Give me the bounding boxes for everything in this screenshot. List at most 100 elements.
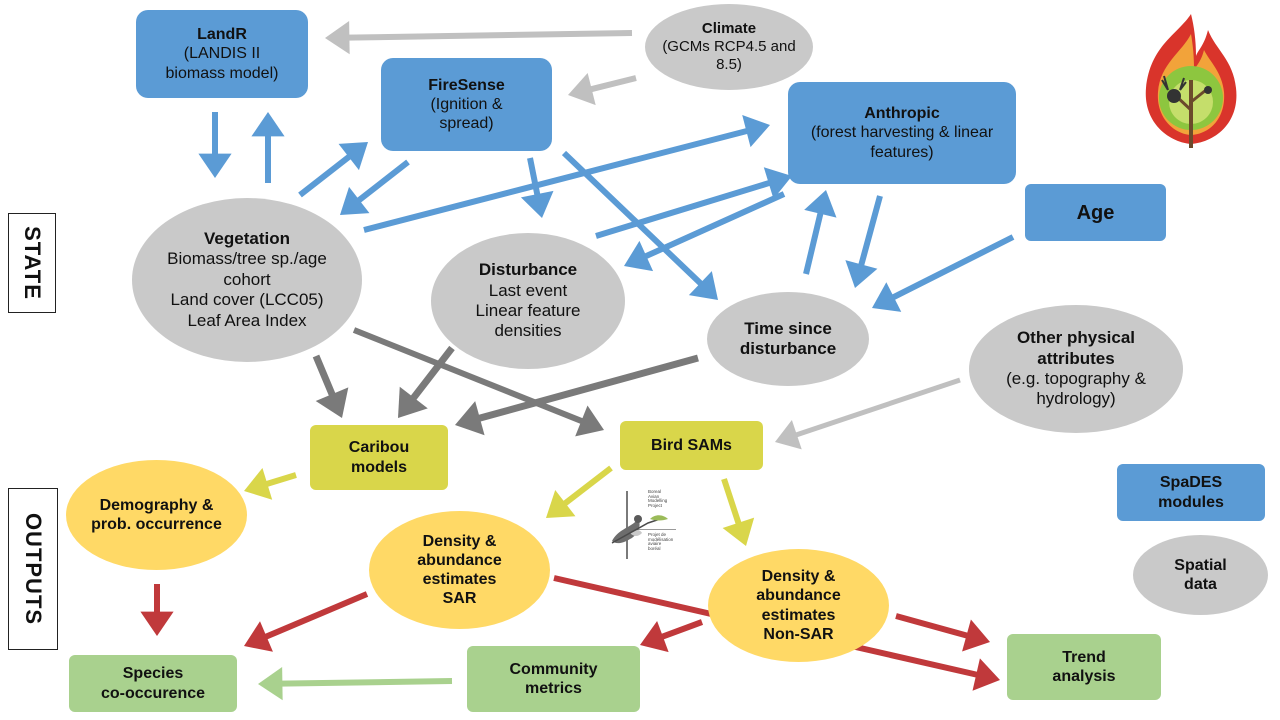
species-cooccurrence-box: Species co-occurence	[69, 655, 237, 712]
arrow-birdsams-to-density-nonsar	[721, 478, 755, 546]
arrow-density-sar-to-species	[244, 591, 369, 652]
tsd-title-2: disturbance	[739, 339, 837, 358]
anthropic-line-2: features)	[870, 143, 934, 161]
anthropic-line-1: (forest harvesting & linear	[810, 124, 994, 142]
vegetation-line-2: cohort	[223, 269, 271, 289]
arrow-anthropic-to-disturbance	[624, 191, 786, 272]
landr-line-2: biomass model)	[165, 64, 279, 82]
caribou-models-box: Caribou models	[310, 425, 448, 490]
otherphys-line-2: hydrology)	[1036, 389, 1116, 409]
species-co-title-1: Species	[122, 665, 184, 683]
outputs-side-label: OUTPUTS	[8, 488, 58, 650]
arrow-caribou-to-demography	[244, 467, 297, 500]
bird-sams-box: Bird SAMs	[620, 421, 763, 470]
density-nonsar-title-2: abundance	[756, 587, 841, 605]
trend-title-1: Trend	[1062, 648, 1106, 666]
bam-logo-fr-line-3: aviaire	[648, 541, 662, 547]
arrow-climate-to-landr	[325, 21, 633, 55]
arrow-disturbance-to-caribou	[398, 345, 455, 418]
arrow-climate-to-firesense	[568, 72, 637, 106]
vegetation-line-3: Land cover (LCC05)	[170, 290, 324, 310]
landr-line-1: (LANDIS II	[183, 45, 261, 63]
trend-analysis-box: Trend analysis	[1007, 634, 1161, 700]
demography-title-1: Demography &	[99, 496, 214, 514]
trend-title-2: analysis	[1052, 668, 1116, 685]
age-module-box: Age	[1025, 184, 1166, 241]
density-nonsar-title-3: estimates	[761, 606, 836, 624]
disturbance-line-1: Last event	[488, 280, 568, 300]
bam-logo-line-3: Modelling	[648, 498, 668, 504]
landr-module-box: LandR (LANDIS II biomass model)	[136, 10, 308, 98]
other-physical-attributes-ellipse: Other physical attributes (e.g. topograp…	[969, 305, 1183, 433]
arrow-vegetation-to-landr	[251, 112, 285, 183]
arrow-community-to-species	[258, 667, 453, 701]
density-sar-title-3: estimates	[422, 571, 497, 588]
disturbance-title: Disturbance	[478, 260, 578, 280]
arrow-density-nonsar-to-trend	[895, 613, 990, 652]
firesense-module-box: FireSense (Ignition & spread)	[381, 58, 552, 151]
density-nonsar-title-1: Density &	[761, 568, 836, 586]
disturbance-data-ellipse: Disturbance Last event Linear feature de…	[431, 233, 625, 369]
community-title-1: Community	[509, 660, 598, 678]
arrow-tsd-to-caribou	[455, 354, 699, 436]
disturbance-line-2: Linear feature	[475, 301, 581, 320]
landr-title: LandR	[197, 26, 247, 44]
community-metrics-box: Community metrics	[467, 646, 640, 712]
density-sar-title-2: abundance	[417, 551, 502, 569]
arrow-vegetation-to-anthropic	[363, 115, 770, 233]
arrow-vegetation-to-caribou	[312, 354, 349, 418]
climate-title: Climate	[701, 20, 757, 37]
otherphys-title-2: attributes	[1037, 348, 1115, 368]
arrow-otherphys-to-birdsams	[775, 377, 961, 450]
caribou-title-1: Caribou	[348, 439, 410, 457]
bam-logo-fr-line-2: modélisation	[648, 536, 674, 542]
climate-line-1: (GCMs RCP4.5 and	[662, 38, 796, 55]
arrow-density-nonsar-to-community	[640, 619, 704, 653]
species-co-title-2: co-occurence	[100, 684, 206, 702]
state-label-text: STATE	[20, 226, 46, 300]
disturbance-line-3: densities	[494, 321, 562, 341]
legend-spatial-title-1: Spatial	[1174, 556, 1227, 574]
legend-spatial-data: Spatial data	[1133, 535, 1268, 615]
arrow-tsd-to-anthropic	[803, 190, 837, 275]
bam-logo-fr-line-1: Projet de	[648, 532, 667, 537]
anthropic-module-box: Anthropic (forest harvesting & linear fe…	[788, 82, 1016, 184]
density-nonsar-title-4: Non-SAR	[763, 625, 834, 643]
firesense-line-2: spread)	[439, 115, 494, 133]
density-nonsar-ellipse: Density & abundance estimates Non-SAR	[708, 549, 889, 662]
demography-title-2: prob. occurrence	[91, 516, 222, 533]
state-side-label: STATE	[8, 213, 56, 313]
arrow-birdsams-to-density-sar	[546, 465, 613, 518]
arrow-disturbance-to-anthropic	[595, 167, 792, 239]
arrow-landr-to-vegetation	[198, 112, 232, 178]
demography-ellipse: Demography & prob. occurrence	[66, 460, 247, 570]
tsd-title-1: Time since	[744, 318, 832, 338]
otherphys-line-1: (e.g. topography &	[1006, 369, 1146, 388]
bam-logo-line-1: Boreal	[648, 489, 662, 494]
bam-logo-line-4: Project	[648, 502, 663, 508]
vegetation-data-ellipse: Vegetation Biomass/tree sp./age cohort L…	[132, 198, 362, 362]
legend-spatial-title-2: data	[1184, 576, 1217, 593]
climate-line-2: 8.5)	[716, 56, 742, 73]
density-sar-title-4: SAR	[442, 590, 477, 608]
density-sar-ellipse: Density & abundance estimates SAR	[369, 511, 550, 629]
caribou-title-2: models	[350, 458, 407, 476]
outputs-label-text: OUTPUTS	[21, 512, 46, 626]
vegetation-line-4: Leaf Area Index	[187, 310, 307, 330]
boreal-avian-modelling-project-logo-icon: Boreal Avian Modelling Project Projet de…	[608, 489, 678, 561]
arrow-anthropic-to-tsd	[845, 195, 883, 288]
legend-spades-title-2: modules	[1158, 493, 1224, 511]
firesense-title: FireSense	[428, 76, 505, 94]
time-since-disturbance-ellipse: Time since disturbance	[707, 292, 869, 386]
arrow-age-to-tsd	[872, 234, 1015, 312]
legend-spades-modules: SpaDES modules	[1117, 464, 1265, 521]
arrow-firesense-to-vegetation	[340, 159, 410, 215]
bam-logo-line-2: Avian	[648, 493, 660, 499]
legend-spades-title-1: SpaDES	[1159, 474, 1223, 492]
birdsams-title: Bird SAMs	[651, 436, 732, 454]
firesense-line-1: (Ignition &	[430, 95, 503, 113]
arrow-firesense-to-disturbance	[520, 157, 554, 218]
climate-data-ellipse: Climate (GCMs RCP4.5 and 8.5)	[645, 4, 813, 90]
